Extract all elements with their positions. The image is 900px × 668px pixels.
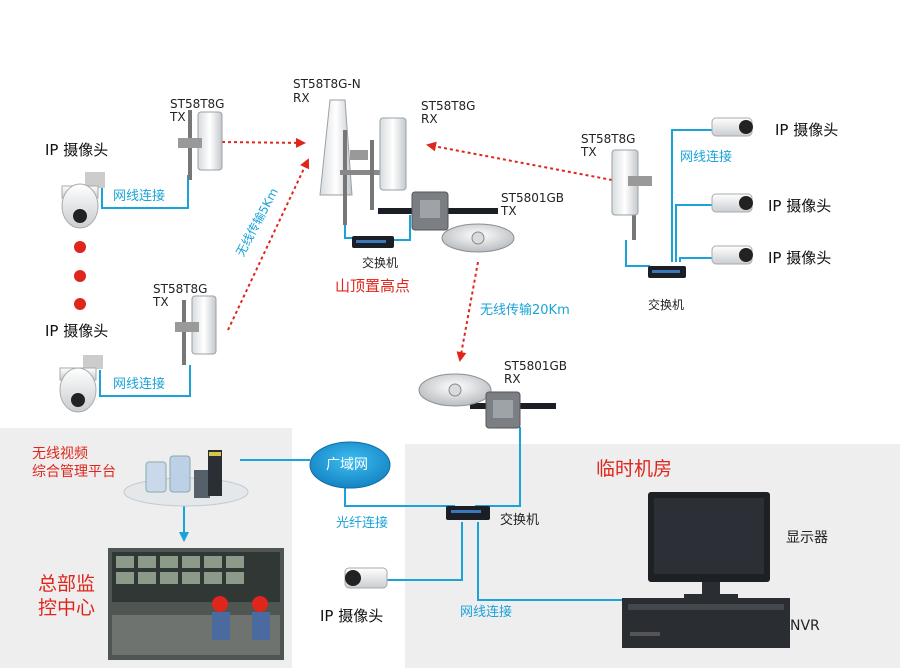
antenna-tx-right [611,149,652,240]
cable-label-bottom-left: 网线连接 [113,377,166,392]
dish-tx [378,191,515,253]
tx-dish-model: ST5801GB [501,191,565,205]
bullet-camera-temp-room [344,567,388,589]
rx-center-model: ST58T8G-N [293,77,361,91]
bullet-camera-1 [711,117,753,137]
nvr-device [622,598,790,648]
tx-right-model: ST58T8G [581,132,636,146]
bullet-camera-2 [711,193,753,213]
rx-center-right-model: ST58T8G [421,99,476,113]
ellipsis-dot-2 [74,270,86,282]
tx-dish-role: TX [501,204,517,218]
switch-temp-room [446,506,490,520]
cable-label-temp-room: 网线连接 [460,605,513,620]
cable-label-right: 网线连接 [680,150,733,165]
ip-camera-label-right-2: IP 摄像头 [768,197,832,215]
switch-temp-room-label: 交换机 [500,513,540,528]
antenna-rx-center-right [370,117,407,210]
switch-right-label: 交换机 [648,298,685,312]
wan-label: 广域网 [326,457,368,473]
antenna-rx-center [319,99,385,225]
dome-camera-top [61,172,105,229]
ip-camera-label-bottom-left: IP 摄像头 [45,322,109,340]
hq-control-room-photo [108,548,284,660]
hq-label: 总部监 控中心 [38,573,96,619]
dome-camera-bottom [59,355,103,413]
bullet-camera-3 [711,245,753,265]
monitor-display [648,492,770,600]
switch-center-label: 交换机 [362,256,399,270]
rx-dish-model: ST5801GB [504,359,568,373]
platform-servers [123,450,249,507]
fiber-label: 光纤连接 [336,516,389,531]
antenna-tx-bottom-left [175,295,217,365]
cable-label-top-left: 网线连接 [113,189,166,204]
antenna-tx-top-left [178,110,223,180]
wireless-20km-label: 无线传输20Km [480,303,570,318]
ip-camera-label-temp-room: IP 摄像头 [320,607,384,625]
dish-rx [418,373,556,429]
nvr-label: NVR [790,618,820,634]
tx-bottom-left-model: ST58T8G [153,282,208,296]
switch-center [352,236,394,248]
hilltop-label: 山顶置高点 [335,277,411,295]
rx-center-role: RX [293,91,310,105]
platform-label: 无线视频 综合管理平台 [32,446,116,480]
ip-camera-label-top-left: IP 摄像头 [45,141,109,159]
tx-top-left-role: TX [170,110,186,124]
wireless-links [221,137,613,362]
ip-camera-label-right-3: IP 摄像头 [768,249,832,267]
ellipsis-dot-3 [74,298,86,310]
ellipsis-dot-1 [74,241,86,253]
network-cables [99,129,712,601]
wan-cloud [309,441,391,489]
tx-top-left-model: ST58T8G [170,97,225,111]
ip-camera-label-right-1: IP 摄像头 [775,121,839,139]
temp-room-label: 临时机房 [596,458,673,480]
switch-right [648,266,686,278]
tx-right-role: TX [581,145,597,159]
tx-bottom-left-role: TX [153,295,169,309]
rx-center-right-role: RX [421,112,438,126]
monitor-label: 显示器 [786,530,828,546]
rx-dish-role: RX [504,372,521,386]
